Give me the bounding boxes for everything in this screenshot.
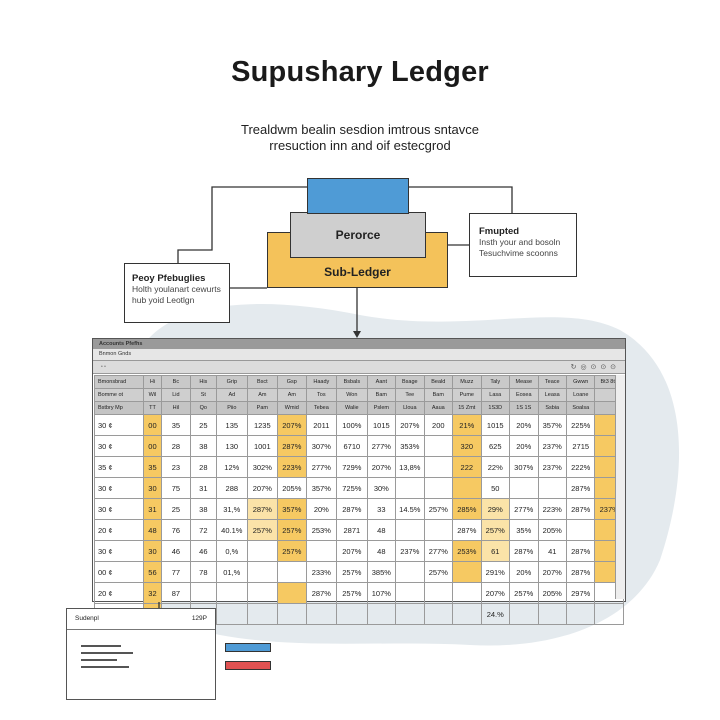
process-label: Perorce bbox=[335, 228, 381, 242]
column-header-cell[interactable]: Wmid bbox=[277, 401, 307, 415]
window-title-bar[interactable]: Accounts Pfefhs bbox=[93, 339, 625, 349]
column-header-cell[interactable]: Hi bbox=[142, 375, 163, 389]
subtitle-line-1: Trealdwm bealin sesdion imtrous sntavce bbox=[241, 122, 479, 137]
data-cell[interactable] bbox=[277, 582, 307, 604]
column-header-cell[interactable]: Grip bbox=[216, 375, 248, 389]
column-header-cell[interactable]: Bam bbox=[366, 388, 397, 402]
text-line bbox=[81, 659, 117, 661]
data-cell[interactable]: 253% bbox=[452, 540, 482, 562]
data-cell[interactable]: 207% bbox=[277, 414, 307, 436]
data-cell[interactable]: 287% bbox=[277, 435, 307, 457]
data-cell[interactable]: 29% bbox=[480, 498, 511, 520]
column-header-cell[interactable]: Qo bbox=[189, 401, 218, 415]
column-header-cell[interactable]: Lloua bbox=[395, 401, 425, 415]
subtitle-line-2: rresuction inn and oif estecgrod bbox=[269, 138, 451, 153]
column-header-cell[interactable]: Pslem bbox=[366, 401, 397, 415]
right-card-title: Fmupted bbox=[479, 226, 520, 237]
data-cell[interactable]: 257% bbox=[277, 540, 307, 562]
column-header-cell[interactable]: Bsct bbox=[246, 375, 279, 389]
page-title: Supushary Ledger bbox=[231, 56, 489, 88]
top-source-box bbox=[307, 178, 409, 214]
column-header-cell[interactable]: Lasa bbox=[480, 388, 511, 402]
data-cell[interactable]: 257% bbox=[277, 519, 307, 541]
data-cell[interactable]: 357% bbox=[277, 498, 307, 520]
data-cell[interactable]: 28 bbox=[161, 435, 191, 457]
text-line bbox=[81, 666, 129, 668]
text-line bbox=[81, 652, 133, 654]
data-cell[interactable] bbox=[594, 603, 624, 625]
column-header-cell[interactable]: Tos bbox=[305, 388, 338, 402]
left-card-line-1: Holth youlanart cewurts bbox=[132, 284, 221, 294]
column-header-cell[interactable]: 1S 1S bbox=[509, 401, 539, 415]
column-header-cell[interactable]: Leasa bbox=[537, 388, 567, 402]
column-header-cell[interactable]: Tebea bbox=[305, 401, 338, 415]
data-cell[interactable]: 38 bbox=[189, 498, 218, 520]
page-subtitle: Trealdwm bealin sesdion imtrous sntavce … bbox=[160, 122, 560, 154]
cancel-button[interactable] bbox=[225, 661, 271, 670]
data-cell[interactable]: 257% bbox=[246, 519, 279, 541]
data-cell[interactable]: 287% bbox=[565, 540, 596, 562]
column-header-cell[interactable]: TT bbox=[142, 401, 163, 415]
summary-panel-value: 129P bbox=[191, 615, 207, 622]
column-header-cell[interactable]: Lid bbox=[161, 388, 191, 402]
data-cell[interactable]: 205% bbox=[277, 477, 307, 499]
column-header-cell[interactable]: Tee bbox=[395, 388, 425, 402]
column-header-cell[interactable]: Teace bbox=[537, 375, 567, 389]
window-toolbar: • • ↻ ◎ ⊙ ⊙ ⊙ bbox=[93, 361, 625, 374]
sub-ledger-label: Sub-Ledger bbox=[324, 265, 391, 279]
data-cell[interactable]: 00 bbox=[142, 435, 163, 457]
column-header-cell[interactable]: Am bbox=[277, 388, 307, 402]
summary-panel-label: Sudenpl bbox=[75, 615, 99, 622]
data-cell[interactable]: 46 bbox=[189, 540, 218, 562]
toolbar-icons[interactable]: ↻ ◎ ⊙ ⊙ ⊙ bbox=[570, 364, 617, 371]
left-info-card: Peoy Pfebuglies Holth youlanart cewurts … bbox=[124, 263, 230, 323]
summary-panel-header: Sudenpl 129P bbox=[67, 609, 215, 630]
text-line bbox=[81, 645, 121, 647]
data-cell[interactable]: 32 bbox=[142, 582, 163, 604]
column-header-cell[interactable]: Gwwn bbox=[565, 375, 596, 389]
left-card-title: Peoy Pfebuglies bbox=[132, 273, 206, 284]
column-header-cell[interactable]: Haady bbox=[305, 375, 338, 389]
data-cell[interactable] bbox=[277, 603, 307, 625]
column-header-cell[interactable]: Bam bbox=[423, 388, 454, 402]
data-cell[interactable] bbox=[452, 477, 482, 499]
column-header-cell[interactable]: Pam bbox=[246, 401, 279, 415]
summary-panel: Sudenpl 129P bbox=[66, 608, 271, 700]
data-cell[interactable]: 223% bbox=[277, 456, 307, 478]
data-cell[interactable]: 21% bbox=[452, 414, 482, 436]
right-card-line-1: Insth your and bosoln bbox=[479, 237, 561, 247]
data-cell[interactable]: 31 bbox=[142, 498, 163, 520]
column-header-cell[interactable]: Aaua bbox=[423, 401, 454, 415]
column-header-cell[interactable]: Bstbry Mp bbox=[94, 401, 144, 415]
data-cell[interactable]: 222 bbox=[452, 456, 482, 478]
left-card-line-2: hub yoid Leotlgn bbox=[132, 295, 195, 305]
toolbar-controls[interactable]: • • bbox=[101, 364, 106, 370]
data-cell[interactable]: 30 bbox=[142, 477, 163, 499]
vertical-scrollbar[interactable] bbox=[615, 375, 625, 599]
column-header-cell[interactable]: His bbox=[189, 375, 218, 389]
window-menu-bar[interactable]: Bnmon Gnds bbox=[93, 349, 625, 361]
column-header-cell[interactable]: Pume bbox=[452, 388, 482, 402]
data-cell[interactable] bbox=[565, 603, 596, 625]
data-cell[interactable]: 285% bbox=[452, 498, 482, 520]
data-cell[interactable]: 257% bbox=[480, 519, 511, 541]
data-cell[interactable]: 56 bbox=[142, 561, 163, 583]
column-header-cell[interactable]: Bc bbox=[161, 375, 191, 389]
right-info-card: Fmupted Insth your and bosoln Tesuchvime… bbox=[469, 213, 577, 277]
summary-text-lines bbox=[81, 645, 133, 673]
ledger-window: Accounts Pfefhs Bnmon Gnds • • ↻ ◎ ⊙ ⊙ ⊙… bbox=[92, 338, 626, 625]
column-header-cell[interactable]: 1S3D bbox=[480, 401, 511, 415]
confirm-button[interactable] bbox=[225, 643, 271, 652]
right-card-line-2: Tesuchvime scoonns bbox=[479, 248, 558, 258]
